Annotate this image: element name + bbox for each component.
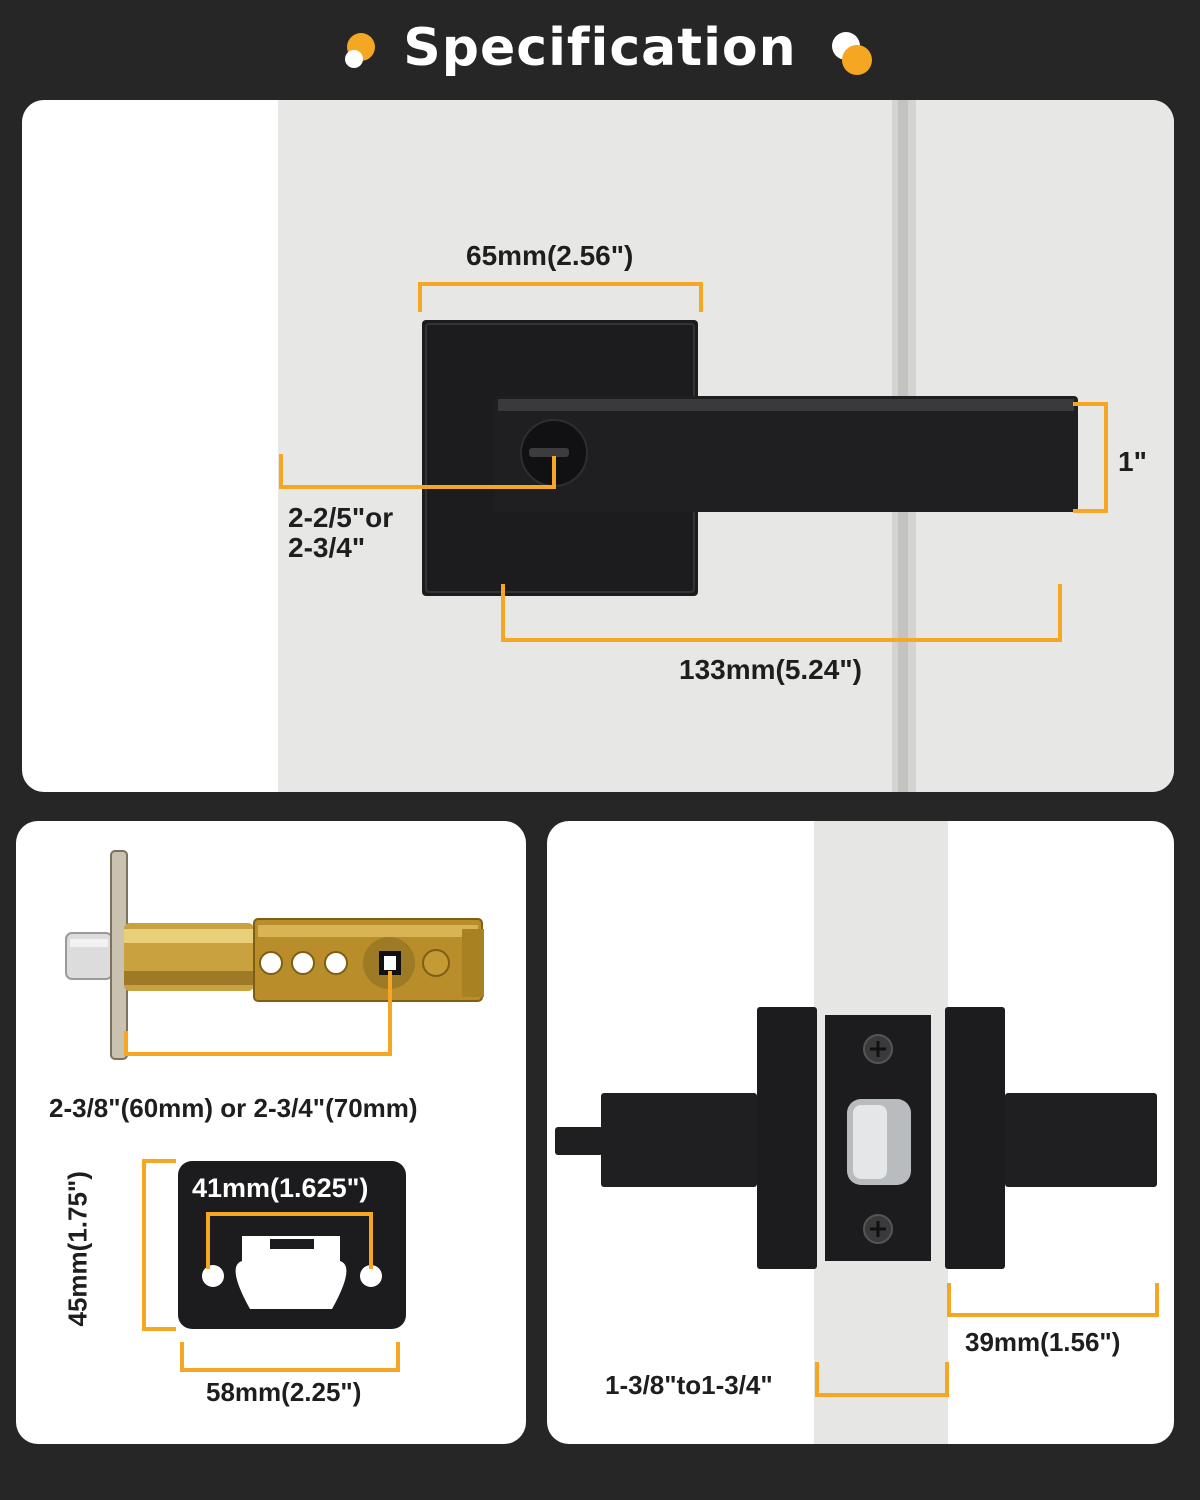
strike-height-label: 45mm(1.75") (62, 1171, 93, 1327)
backset-label-line2: 2-3/4" (288, 532, 366, 563)
lever-height-label: 1" (1118, 446, 1147, 477)
hole-spacing-label: 41mm(1.625") (192, 1173, 369, 1203)
lever-dimension-drawing (278, 100, 1174, 792)
rose-depth-label: 39mm(1.56") (965, 1327, 1121, 1357)
page-title: Specification (403, 18, 797, 78)
strike-width-label: 58mm(2.25") (206, 1377, 362, 1407)
header-left-dots-icon (340, 32, 380, 72)
latch-strike-panel: 2-3/8"(60mm) or 2-3/4"(70mm) 41mm(1.625"… (16, 821, 526, 1444)
latch-strike-drawing (65, 850, 484, 1372)
door-thickness-drawing (555, 821, 1159, 1444)
door-thickness-panel: 39mm(1.56") 1-3/8"to1-3/4" (547, 821, 1174, 1444)
lever-length-label: 133mm(5.24") (679, 654, 862, 685)
plate-width-label: 65mm(2.56") (466, 240, 634, 271)
lever-dimensions-panel: 65mm(2.56") 1" 2-2/5"or 2-3/4" 133mm(5.2… (22, 100, 1174, 792)
backset-label-line1: 2-2/5"or (288, 502, 394, 533)
latch-length-label: 2-3/8"(60mm) or 2-3/4"(70mm) (49, 1093, 418, 1123)
header-right-dots-icon (830, 32, 872, 75)
door-thickness-label: 1-3/8"to1-3/4" (605, 1370, 773, 1400)
